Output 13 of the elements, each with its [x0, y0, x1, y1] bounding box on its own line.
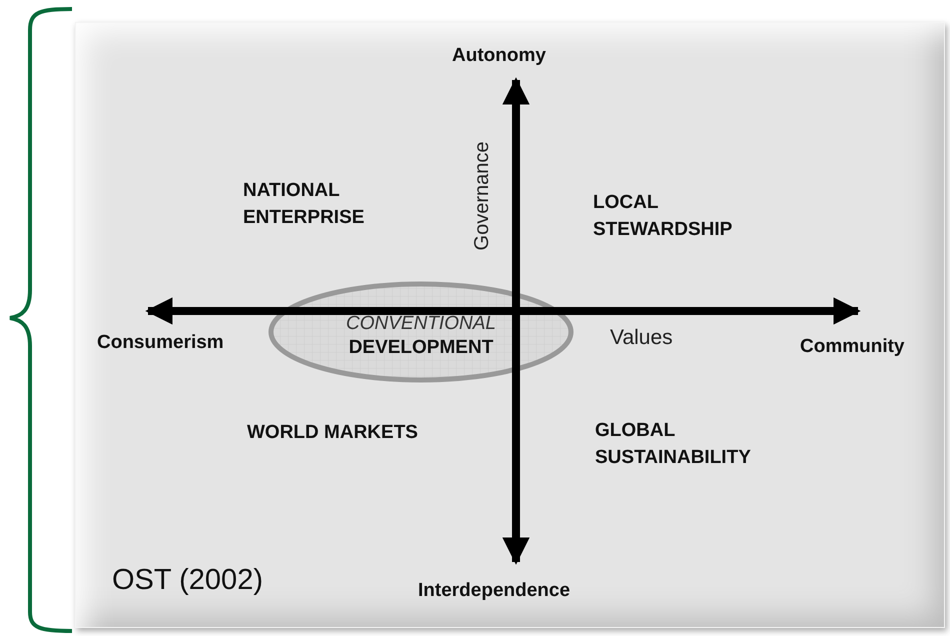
quadrant-label: NATIONAL ENTERPRISE — [243, 179, 366, 230]
axis-label: Values — [610, 326, 673, 350]
source-note: OST (2002) — [112, 563, 263, 597]
axis-label: Community — [800, 335, 904, 359]
quadrant-label: LOCAL STEWARDSHIP — [593, 191, 734, 242]
axis-label: Interdependence — [418, 579, 570, 603]
quadrant-label: GLOBAL SUSTAINABILITY — [595, 419, 752, 470]
quadrant-label: WORLD MARKETS — [247, 421, 419, 445]
ellipse-label: DEVELOPMENT — [348, 336, 494, 360]
ellipse-heading: CONVENTIONAL — [346, 312, 496, 336]
axis-label: Governance — [470, 142, 494, 250]
axis-label: Autonomy — [452, 44, 546, 68]
axis-label: Consumerism — [97, 331, 224, 355]
